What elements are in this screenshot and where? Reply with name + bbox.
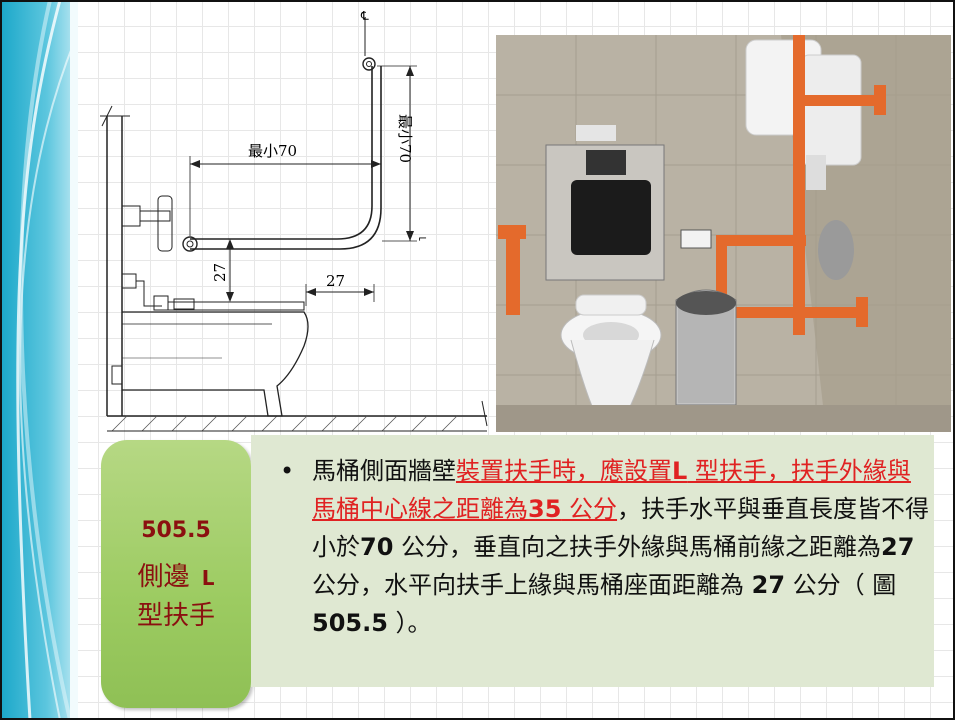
description-bullet: •馬桶側面牆壁裝置扶手時，應設置L 型扶手，扶手外緣與馬桶中心線之距離為35 公…: [280, 452, 932, 642]
bullet-dot-icon: •: [280, 457, 295, 485]
grab-bar-diagram: ℄ 最小70 最小70 ⌐ 27 27: [82, 6, 492, 436]
section-code: 505.5: [141, 518, 211, 543]
height-dim-label: 27: [211, 263, 229, 282]
front-dim-label: 27: [326, 272, 345, 290]
section-badge: 505.5 側邊 L 型扶手: [101, 440, 251, 708]
section-title-L: L: [201, 566, 215, 590]
svg-text:⌐: ⌐: [418, 232, 427, 245]
centerline-mark: ℄: [360, 9, 369, 23]
decorative-sidebar: [0, 0, 78, 720]
description-panel: [251, 435, 934, 687]
horizontal-dim-label: 最小70: [248, 142, 297, 160]
section-title: 側邊 L 型扶手: [101, 558, 251, 635]
section-title-line2: 型扶手: [136, 601, 215, 631]
restroom-photo: [496, 35, 951, 432]
section-title-line1: 側邊: [137, 562, 190, 592]
vertical-dim-label: 最小70: [396, 114, 414, 163]
